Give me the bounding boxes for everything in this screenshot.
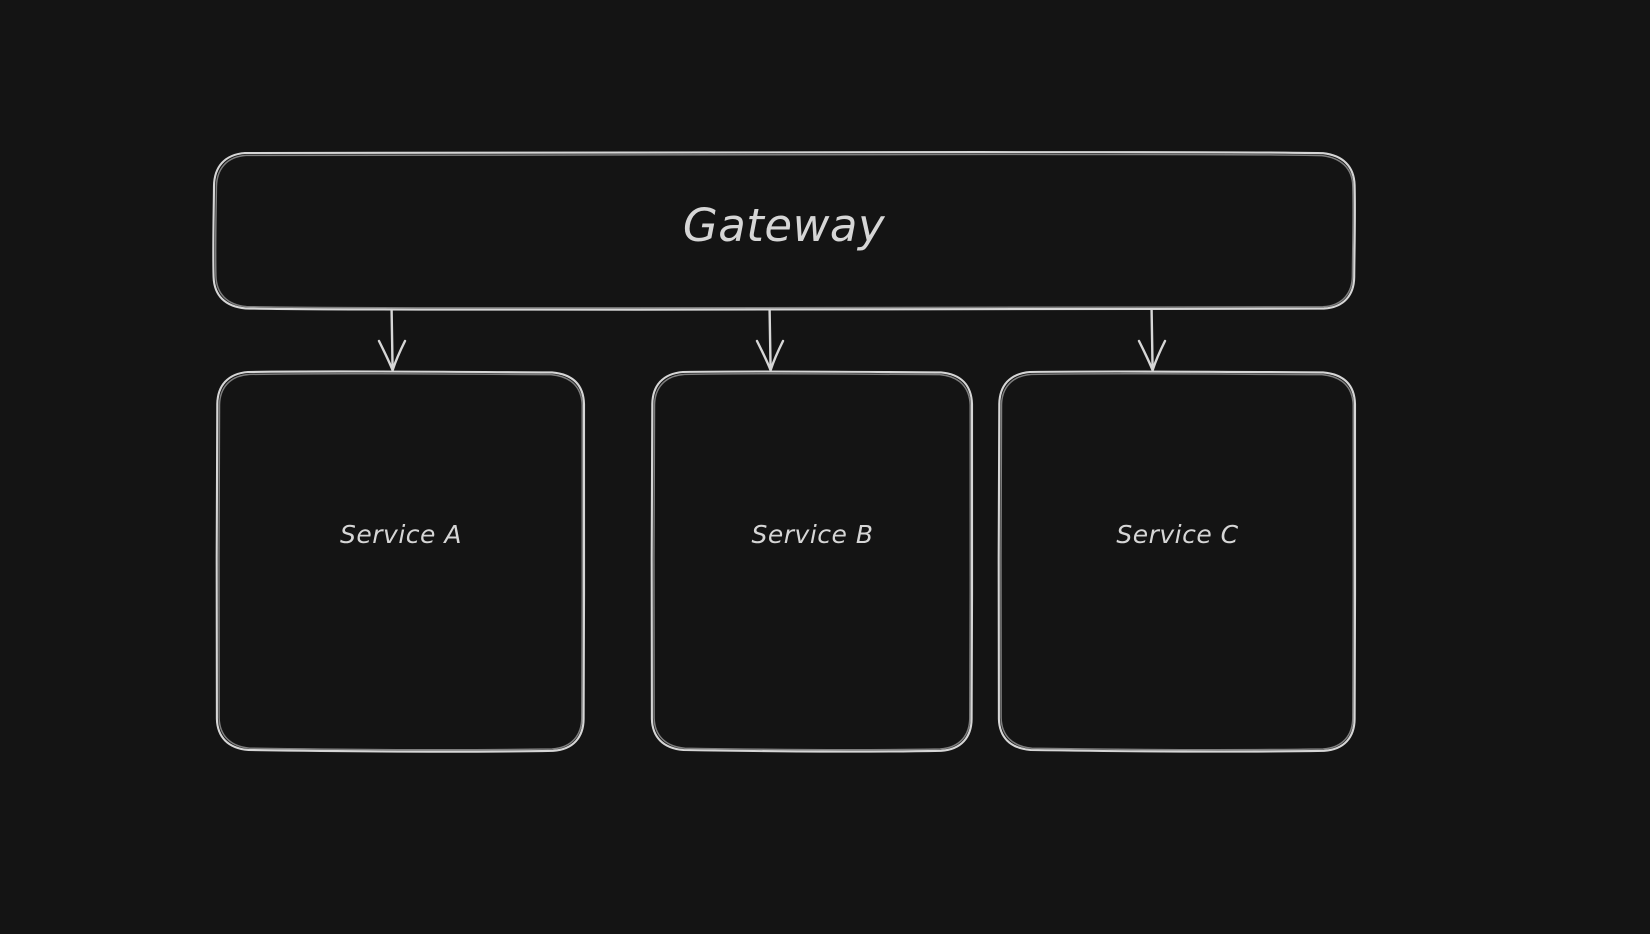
service-a-outline-stroke-2 [218,372,584,751]
gateway-outline-stroke-1 [212,151,1356,311]
arrow-c-head [1137,339,1167,372]
node-gateway[interactable] [212,151,1356,311]
arrow-a-shaft [390,308,394,371]
arrow-c-shaft [1150,308,1154,371]
edge-gateway-to-service-b[interactable] [755,308,785,372]
service-b-outline-stroke-1 [650,370,974,753]
service-b-outline-stroke-2 [653,372,972,751]
arrow-b-shaft [768,308,772,371]
node-label-service-a: Service A [340,520,462,549]
service-a-outline-stroke-1 [215,370,586,753]
node-service-b[interactable] [650,370,974,753]
node-label-service-b: Service B [751,520,874,549]
arrow-b-head [755,339,785,372]
node-label-gateway: Gateway [682,199,886,252]
edge-gateway-to-service-a[interactable] [377,308,407,372]
node-service-a[interactable] [215,370,586,753]
node-label-service-c: Service C [1116,520,1239,549]
arrow-a-head [377,339,407,372]
edge-gateway-to-service-c[interactable] [1137,308,1167,372]
gateway-outline-stroke-2 [214,153,1354,309]
service-c-outline-stroke-2 [1000,372,1355,751]
service-c-outline-stroke-1 [997,370,1357,753]
node-service-c[interactable] [997,370,1357,753]
